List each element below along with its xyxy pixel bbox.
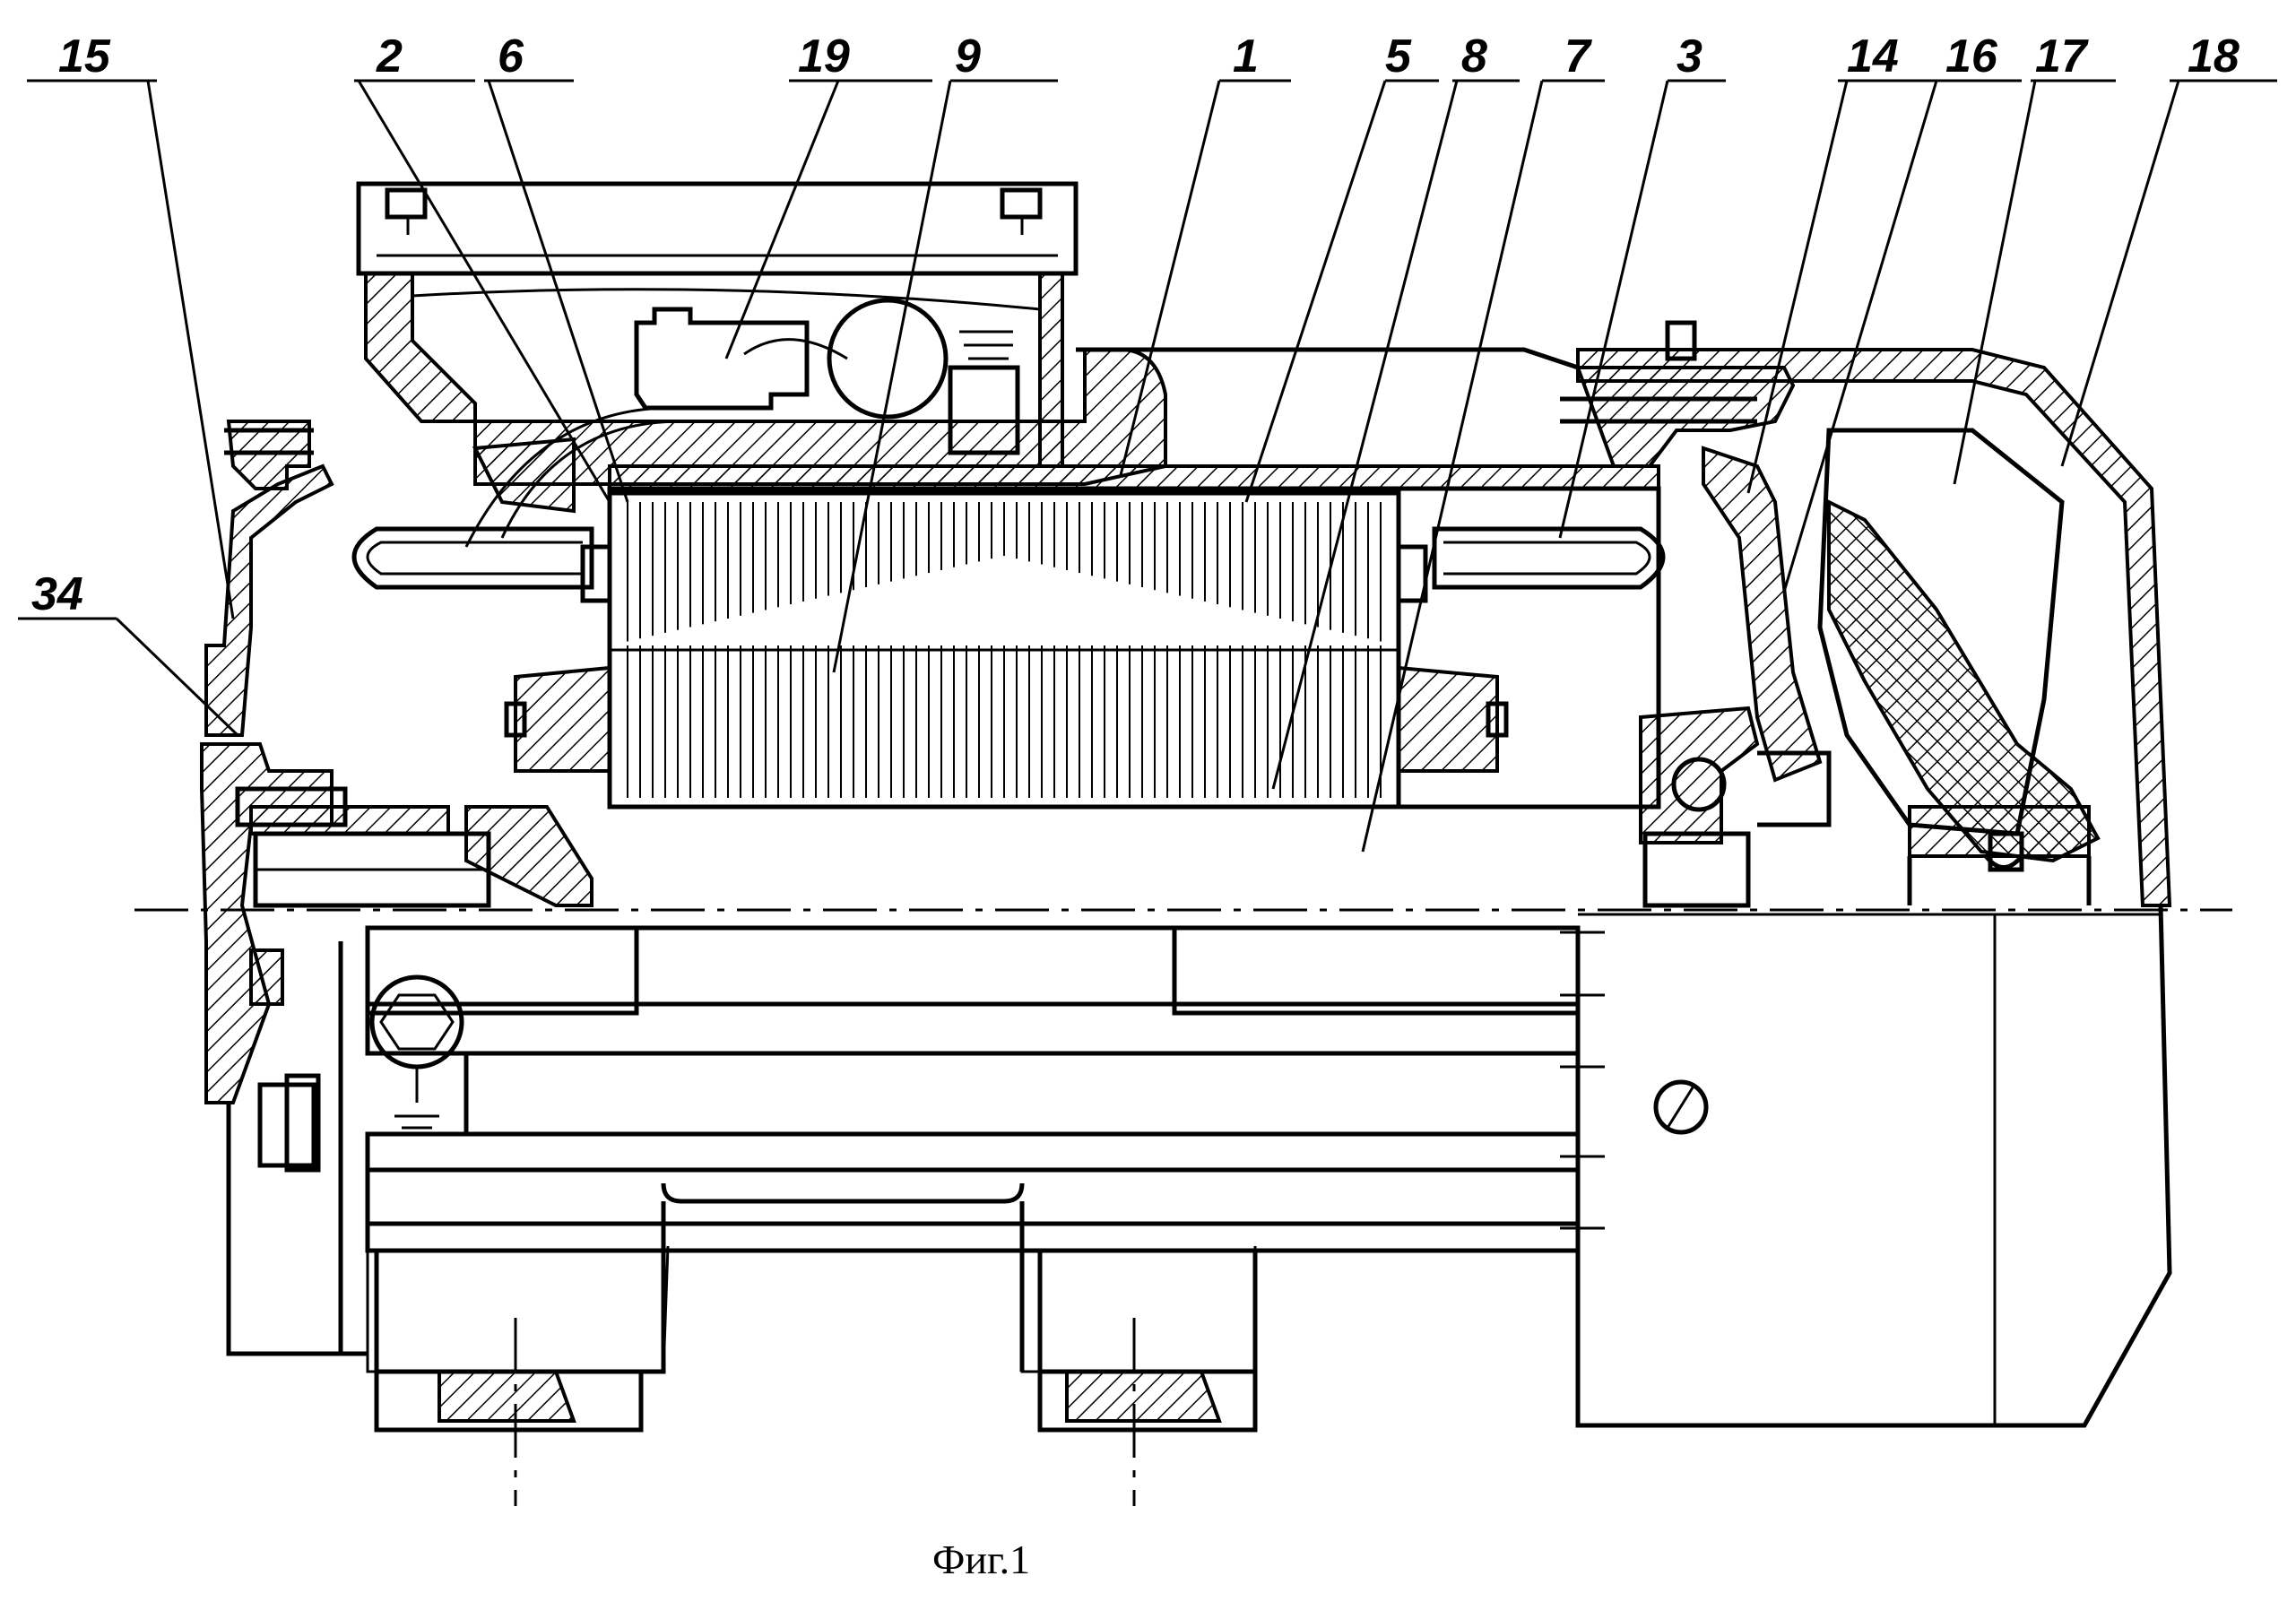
left-end-shield: [202, 421, 448, 1354]
cooling-fan: [1820, 430, 2098, 905]
label-2: 2: [376, 30, 403, 82]
housing-cooling-fins: [368, 928, 1605, 1372]
label-5: 5: [1385, 30, 1412, 82]
label-16: 16: [1945, 30, 1998, 82]
label-19: 19: [798, 30, 850, 82]
label-14: 14: [1847, 30, 1899, 82]
label-8: 8: [1461, 30, 1487, 82]
right-end-shield: [1560, 323, 1829, 905]
label-34: 34: [31, 568, 83, 620]
label-17: 17: [2035, 30, 2089, 82]
label-7: 7: [1564, 30, 1592, 82]
label-1: 1: [1233, 30, 1259, 82]
label-18: 18: [2188, 30, 2240, 82]
label-6: 6: [498, 30, 524, 82]
figure-caption: Фиг.1: [932, 1537, 1030, 1582]
fan-cover: [1578, 350, 2170, 1425]
label-15: 15: [58, 30, 111, 82]
ground-bolt: [260, 1040, 341, 1354]
mounting-feet: [377, 1251, 1255, 1506]
label-9: 9: [955, 30, 981, 82]
label-3: 3: [1677, 30, 1703, 82]
